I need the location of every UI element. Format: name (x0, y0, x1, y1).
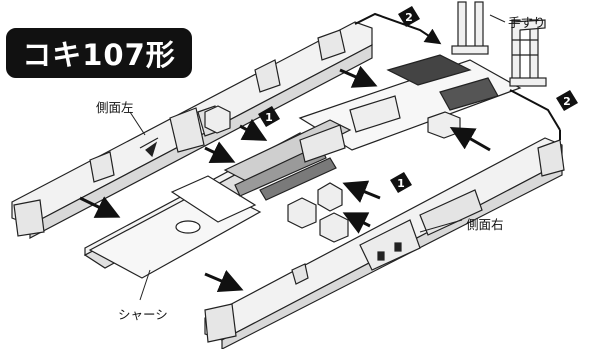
leader-lines (129, 14, 506, 301)
step-badge-1a: 1 (258, 106, 280, 127)
chassis (83, 54, 522, 279)
title-banner: コキ107形 (6, 28, 192, 78)
svg-text:1: 1 (397, 177, 405, 190)
step-badge-2a: 2 (398, 6, 420, 27)
step-badge-2b: 2 (556, 90, 578, 111)
step-badge-1b: 1 (390, 172, 412, 193)
svg-text:2: 2 (563, 95, 571, 108)
svg-text:1: 1 (265, 111, 273, 124)
right-side-label: 側面右 (466, 217, 504, 232)
left-side-label: 側面左 (96, 100, 134, 115)
right-side-frame (204, 137, 565, 349)
svg-text:2: 2 (405, 11, 413, 24)
handrail-part (451, 1, 547, 87)
chassis-label: シャーシ (118, 307, 168, 322)
left-side-frame (11, 21, 373, 239)
step2-connectors (354, 12, 561, 140)
assembly-arrows (79, 65, 491, 293)
page-title: コキ107形 (22, 38, 176, 72)
handrail-label: 手すり (508, 15, 546, 30)
